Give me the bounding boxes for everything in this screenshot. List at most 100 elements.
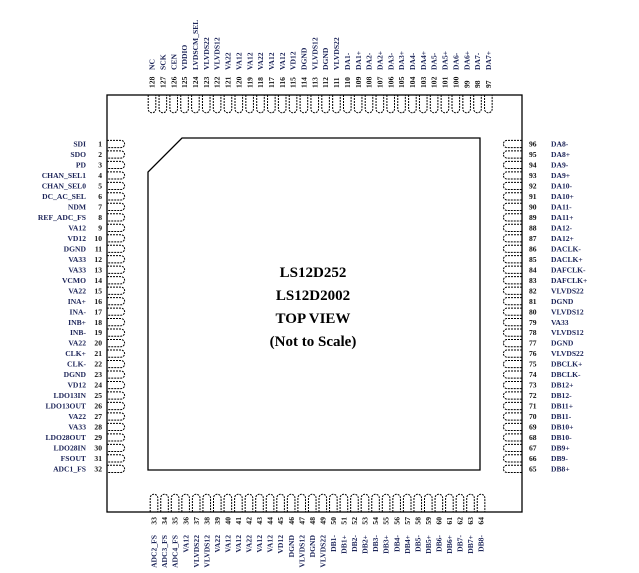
pin-27 bbox=[107, 412, 126, 421]
pin-name: LVDSCM_SEL bbox=[191, 20, 200, 70]
pin-108 bbox=[364, 95, 374, 114]
pin-number: 115 bbox=[289, 77, 298, 88]
pin-number: 15 bbox=[94, 286, 102, 295]
pin-number: 29 bbox=[94, 433, 102, 442]
pin-name: DA5+ bbox=[441, 51, 450, 70]
pin-82 bbox=[502, 286, 522, 295]
pin-name: DA5- bbox=[430, 52, 439, 70]
pin-83 bbox=[502, 276, 522, 285]
pin-number: 30 bbox=[94, 444, 102, 453]
pin-name: DB3+ bbox=[382, 535, 391, 554]
pin-126 bbox=[169, 95, 178, 114]
pin-46 bbox=[286, 493, 296, 512]
pin-70 bbox=[502, 412, 522, 421]
pin-60 bbox=[434, 493, 444, 512]
pin-name: DA11+ bbox=[551, 213, 573, 222]
pin-number: 38 bbox=[202, 517, 211, 525]
pin-127 bbox=[158, 95, 168, 114]
pin-number: 89 bbox=[529, 213, 537, 222]
pin-99 bbox=[462, 95, 471, 114]
pin-number: 23 bbox=[94, 370, 102, 379]
pin-number: 91 bbox=[529, 192, 537, 201]
pin-name: VLVDS12 bbox=[213, 37, 222, 70]
pin-number: 34 bbox=[160, 517, 169, 525]
pin-name: VA12 bbox=[245, 52, 254, 70]
pin-name: DBCLK- bbox=[551, 370, 581, 379]
pin-name: VCMO bbox=[62, 276, 86, 285]
pin-name: DGND bbox=[321, 47, 330, 70]
pin-name: DB7- bbox=[456, 535, 465, 552]
pin-104 bbox=[408, 95, 417, 114]
pin-number: 57 bbox=[403, 517, 412, 525]
pin-name: REF_ADC_FS bbox=[38, 213, 86, 222]
pin-66 bbox=[502, 454, 522, 463]
pin-name: VA22 bbox=[245, 535, 254, 553]
pin-name: CHAN_SEL0 bbox=[42, 182, 87, 191]
pin-72 bbox=[502, 391, 522, 400]
pin-name: DB8- bbox=[477, 535, 486, 552]
pin-93 bbox=[502, 171, 522, 180]
pin-number: 82 bbox=[529, 286, 537, 295]
pin-54 bbox=[371, 493, 380, 512]
pin-number: 50 bbox=[329, 517, 338, 525]
pin-40 bbox=[223, 493, 233, 512]
pin-4 bbox=[107, 171, 126, 180]
pin-name: VA12 bbox=[266, 535, 275, 553]
pin-name: VA22 bbox=[213, 535, 222, 553]
pin-number: 13 bbox=[94, 265, 102, 274]
pin-number: 5 bbox=[98, 182, 102, 191]
pin-number: 88 bbox=[529, 223, 537, 232]
pin-name: VA12 bbox=[267, 52, 276, 70]
pin-37 bbox=[191, 493, 201, 512]
pin-name: LDO13IN bbox=[54, 391, 87, 400]
pin-number: 51 bbox=[340, 517, 349, 525]
pin-86 bbox=[502, 244, 522, 253]
pin-name: DA10- bbox=[551, 182, 573, 191]
pin-74 bbox=[502, 370, 522, 379]
pin-number: 93 bbox=[529, 171, 537, 180]
pin-number: 86 bbox=[529, 244, 537, 253]
pin-name: VA12 bbox=[234, 52, 243, 70]
pin-57 bbox=[402, 493, 412, 512]
pin-31 bbox=[107, 454, 126, 463]
pin-77 bbox=[502, 339, 522, 348]
pin-41 bbox=[234, 493, 243, 512]
pin-9 bbox=[107, 223, 126, 232]
pin-number: 98 bbox=[473, 80, 482, 88]
pin-76 bbox=[502, 349, 522, 358]
pin-122 bbox=[212, 95, 222, 114]
pin-name: SDO bbox=[70, 150, 86, 159]
pin-number: 64 bbox=[477, 517, 486, 525]
pin-109 bbox=[353, 95, 363, 114]
pin-name: ADC4_FS bbox=[171, 535, 180, 568]
pin-name: VA22 bbox=[68, 286, 86, 295]
pin-number: 78 bbox=[529, 328, 537, 337]
pin-number: 12 bbox=[94, 255, 102, 264]
pin-number: 101 bbox=[441, 76, 450, 88]
pin-name: DA12- bbox=[551, 223, 573, 232]
pin-name: DB12- bbox=[551, 391, 572, 400]
pin-name: DB10+ bbox=[551, 423, 573, 432]
pin-number: 92 bbox=[529, 182, 537, 191]
pin-number: 43 bbox=[255, 517, 264, 525]
pin-85 bbox=[502, 255, 522, 264]
pin-number: 76 bbox=[529, 349, 537, 358]
pin-number: 112 bbox=[321, 77, 330, 88]
pin-61 bbox=[445, 493, 454, 512]
pin-name: DA2+ bbox=[375, 51, 384, 70]
pin-59 bbox=[424, 493, 433, 512]
pin-number: 18 bbox=[94, 318, 102, 327]
pin-21 bbox=[107, 349, 126, 358]
pin-name: DB6- bbox=[434, 535, 443, 552]
pin-115 bbox=[288, 95, 298, 114]
pin-name: VLVDS22 bbox=[202, 37, 211, 70]
pin-number: 72 bbox=[529, 391, 537, 400]
pin-number: 36 bbox=[181, 517, 190, 525]
pin-number: 71 bbox=[529, 402, 537, 411]
pin-49 bbox=[318, 493, 328, 512]
pin-17 bbox=[107, 307, 126, 316]
pin-number: 109 bbox=[354, 76, 363, 88]
pin-number: 117 bbox=[267, 77, 276, 88]
pin-name: DGND bbox=[551, 297, 574, 306]
pin-number: 32 bbox=[94, 464, 102, 473]
